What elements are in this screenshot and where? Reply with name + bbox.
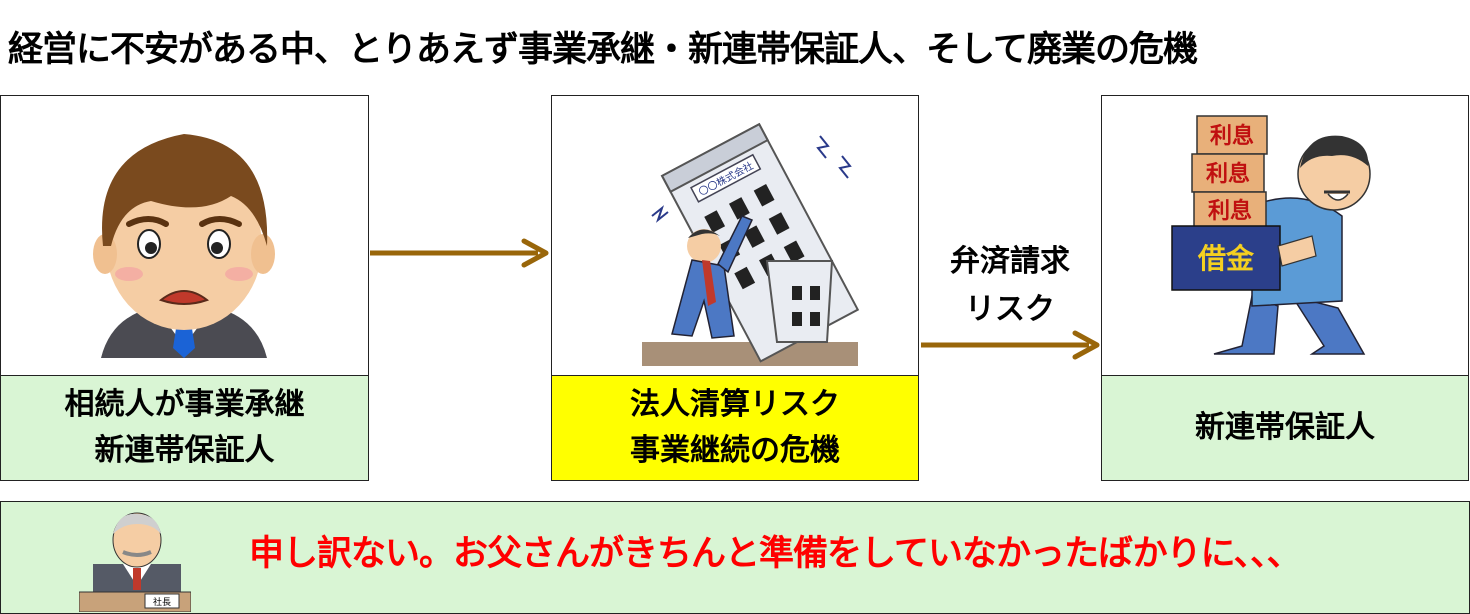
interest-box-stack: 利息 利息 利息 借金	[1171, 115, 1281, 291]
guarantor-panel: 利息 利息 利息 借金 新連帯保証人	[1101, 95, 1469, 481]
flow-arrow-1	[370, 238, 552, 268]
caption-line: 新連帯保証人	[94, 433, 275, 468]
box-label: 利息	[1210, 123, 1254, 149]
caption-line: 法人清算リスク	[630, 387, 840, 422]
box-label: 利息	[1208, 198, 1252, 224]
page-title: 経営に不安がある中、とりあえず事業承継・新連帯保証人、そして廃業の危機	[8, 30, 1198, 70]
caption-line: 新連帯保証人	[1195, 410, 1375, 445]
flow-arrow-2	[921, 330, 1103, 360]
heir-panel: 相続人が事業承継 新連帯保証人	[0, 95, 369, 481]
arrow-label-line: 弁済請求	[950, 244, 1070, 279]
nameplate-text: 社長	[153, 596, 171, 608]
worried-businessman-illustration	[1, 96, 368, 375]
collapsing-building-illustration: 〇〇株式会社	[552, 96, 918, 375]
box-label: 利息	[1206, 161, 1250, 187]
caption-line: 相続人が事業承継	[64, 387, 305, 422]
arrow-label: 弁済請求 リスク	[922, 238, 1098, 334]
company-panel: 〇〇株式会社 法人清算リスク 事業継続の危機	[551, 95, 919, 481]
arrow-label-line: リスク	[965, 292, 1055, 327]
caption-line: 事業継続の危機	[630, 433, 840, 468]
man-carrying-debt-illustration: 利息 利息 利息 借金	[1102, 96, 1468, 375]
apology-banner: 社長 申し訳ない。お父さんがきちんと準備をしていなかったばかりに、、、	[0, 501, 1470, 614]
company-president-illustration: 社長	[79, 506, 191, 612]
apology-message: 申し訳ない。お父さんがきちんと準備をしていなかったばかりに、、、	[249, 534, 1302, 574]
heir-caption: 相続人が事業承継 新連帯保証人	[1, 375, 368, 480]
company-caption: 法人清算リスク 事業継続の危機	[552, 375, 918, 480]
guarantor-caption: 新連帯保証人	[1102, 375, 1468, 480]
box-label: 借金	[1197, 242, 1255, 275]
